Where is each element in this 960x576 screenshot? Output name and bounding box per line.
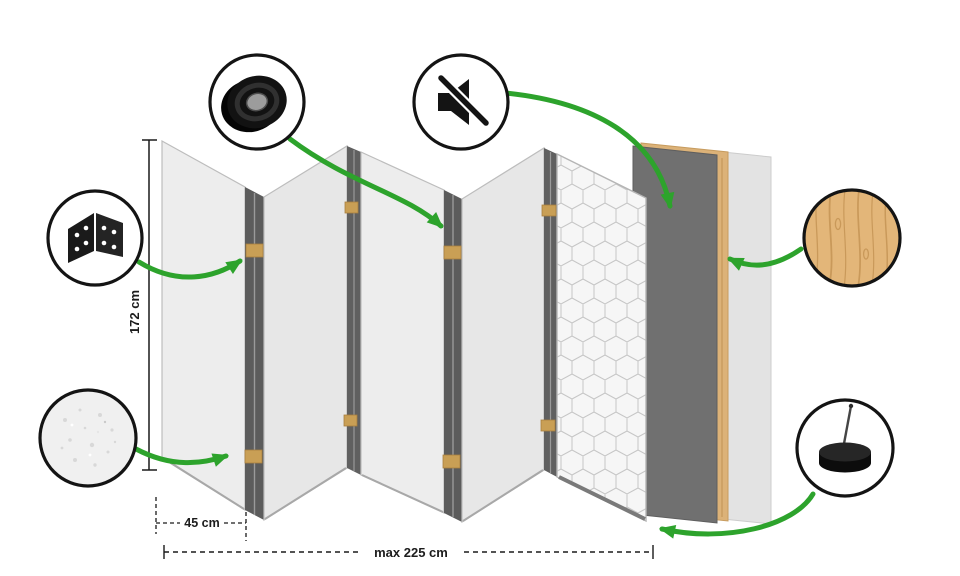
arrow-tape-to-hinge (287, 136, 444, 229)
hinge-clip (443, 245, 462, 260)
wood-texture-icon (814, 190, 888, 286)
screen-panel-pattern (556, 152, 647, 523)
hinge-clip (541, 204, 557, 217)
folding-screen (161, 139, 647, 524)
fabric-texture-icon (60, 408, 117, 467)
fabric-feature-badge (38, 388, 138, 488)
height-dimension (142, 139, 157, 471)
arrow-hinge-to-panel (136, 258, 243, 280)
screen-panel-3 (360, 151, 445, 514)
wood-feature-badge (802, 188, 902, 288)
hinge-clip (245, 243, 264, 258)
felt-pad-icon (819, 403, 871, 473)
hinge-clip (244, 449, 263, 464)
mute-feature-badge (412, 53, 510, 151)
arrow-mute-to-dark-layer (503, 90, 675, 209)
arrow-felt-to-base (659, 491, 816, 539)
arrow-fabric-to-panel (133, 446, 229, 467)
tape-feature-badge (208, 53, 306, 151)
height-dimension-label: 172 cm (127, 290, 142, 334)
screen-panel-1 (161, 139, 246, 512)
hinge-clips (244, 201, 557, 469)
muted-speaker-icon (436, 73, 491, 128)
hinge-feature-badge (46, 189, 144, 287)
hinge-icon (68, 213, 123, 263)
arrow-wood-to-frame (727, 246, 804, 271)
hinge-clip (343, 414, 358, 427)
hinge-clip (442, 454, 461, 469)
screen-panel-2 (263, 144, 348, 522)
panel-width-dimension (155, 497, 247, 541)
hinge-clip (540, 419, 556, 432)
total-width-dimension (163, 545, 654, 559)
panel-width-label: 45 cm (184, 516, 219, 530)
callout-arrows (133, 90, 816, 539)
screen-panel-4 (461, 146, 545, 524)
tape-roll-icon (221, 75, 287, 133)
total-width-label: max 225 cm (374, 545, 448, 560)
felt-pad-feature-badge (795, 398, 895, 498)
hinge-clip (344, 201, 359, 214)
